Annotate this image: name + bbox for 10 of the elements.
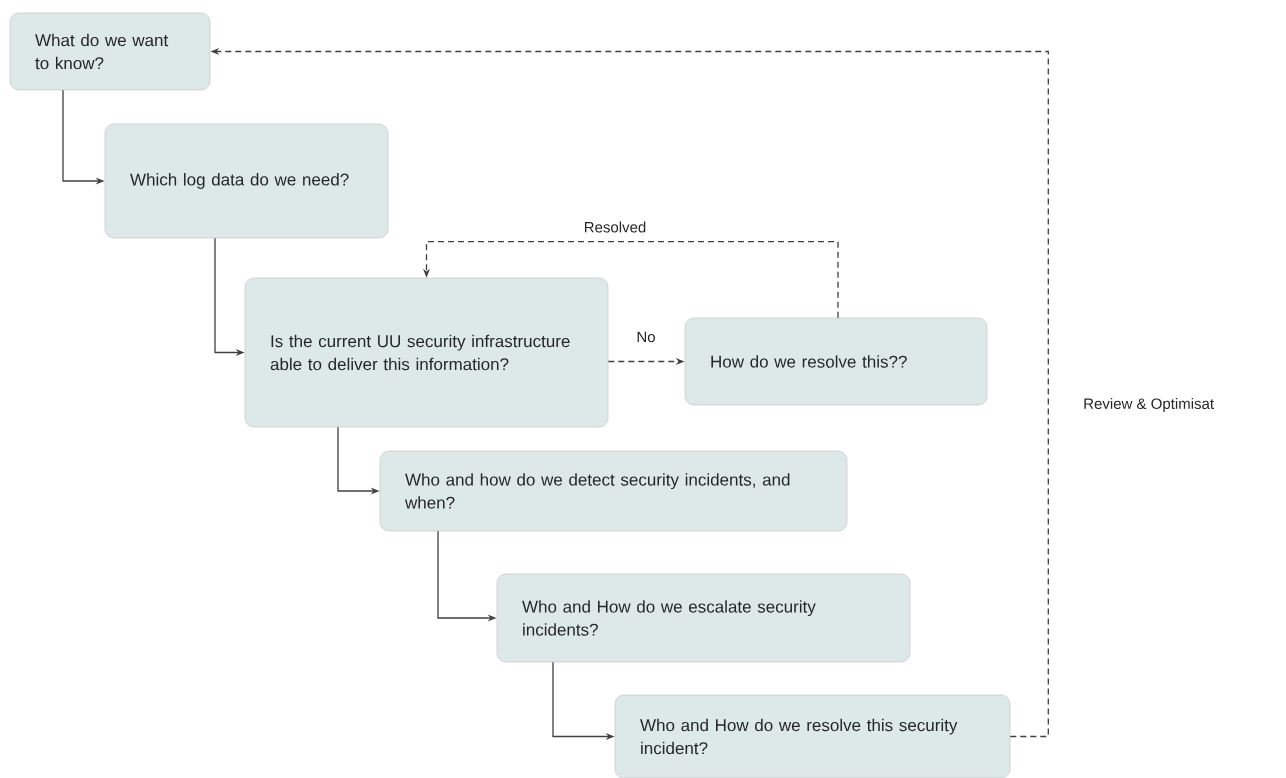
process-box: Who and How do we escalate security incidents? <box>496 573 911 663</box>
edge-label: No <box>635 330 657 344</box>
process-box: Who and how do we detect security incidents, and when? <box>379 450 848 532</box>
process-box: How do we resolve this?? <box>684 317 988 406</box>
process-box: Is the current UU security infrastructure able to deliver this information? <box>244 277 609 428</box>
process-box: What do we want to know? <box>9 12 211 91</box>
process-box: Which log data do we need? <box>104 123 389 239</box>
edge-label: Resolved <box>582 220 648 234</box>
edge-label: Review & Optimisat <box>1082 397 1216 413</box>
process-box: Who and How do we resolve this security incident? <box>614 694 1011 778</box>
